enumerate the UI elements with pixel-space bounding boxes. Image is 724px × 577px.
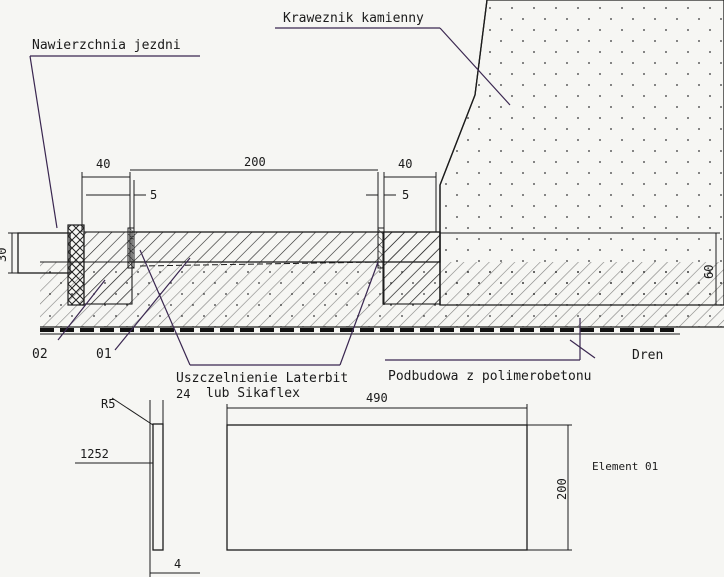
- top-dimensions: [81, 169, 437, 305]
- joint-plate-01: [83, 227, 441, 305]
- dim-height-200: 200: [555, 478, 569, 500]
- label-curb: Kraweznik kamienny: [283, 11, 424, 26]
- dim-top-200: 200: [244, 155, 266, 169]
- dim-top-40-left: 40: [96, 157, 110, 171]
- label-part-02: 02: [32, 347, 48, 362]
- drain-strip: [40, 328, 680, 335]
- dim-top-40-right: 40: [398, 157, 412, 171]
- element-plate-detail: [226, 404, 572, 551]
- dim-thickness-4: 4: [174, 557, 181, 571]
- dim-height-1252: 1252: [80, 447, 109, 461]
- base-layer: [40, 261, 724, 328]
- curb-stone: [439, 0, 724, 306]
- label-road-surface: Nawierzchnia jezdni: [32, 38, 181, 53]
- element-strip-detail: [75, 397, 200, 577]
- dim-right-60: 60: [702, 265, 716, 279]
- dim-radius: R5: [101, 397, 115, 411]
- dim-width-24: 24: [176, 387, 190, 401]
- label-sealant-line1: Uszczelnienie Laterbit: [176, 371, 348, 386]
- label-base: Podbudowa z polimerobetonu: [388, 369, 592, 384]
- label-sealant-line2: lub Sikaflex: [206, 386, 300, 401]
- dim-length-490: 490: [366, 391, 388, 405]
- dim-gap-5-left: 5: [150, 188, 157, 202]
- label-element: Element 01: [592, 460, 658, 473]
- road-surface-block: [17, 224, 85, 306]
- dim-left-30: 30: [0, 248, 9, 262]
- leader-lines: [29, 27, 596, 366]
- label-part-01: 01: [96, 347, 112, 362]
- dim-gap-5-right: 5: [402, 188, 409, 202]
- side-dimensions: [8, 232, 720, 306]
- label-drain: Dren: [632, 348, 663, 363]
